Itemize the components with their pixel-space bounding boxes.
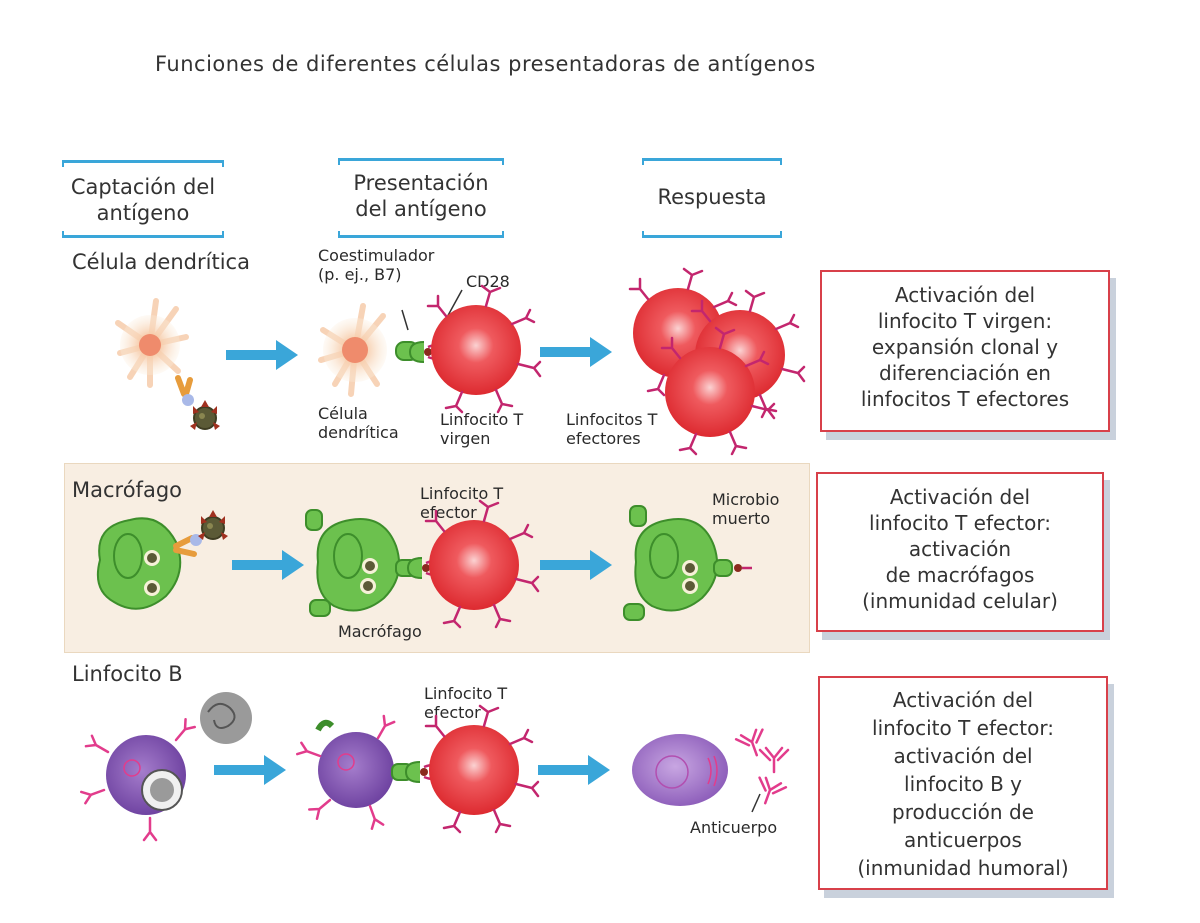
result-line: linfocito T efector: [869, 511, 1051, 535]
result-line: linfocito T efector: [872, 716, 1054, 740]
page-title: Funciones de diferentes células presenta… [155, 52, 816, 76]
column-header-response-text: Respuesta [657, 185, 767, 209]
row-label-macrophage: Macrófago [72, 478, 182, 502]
result-line: de macrófagos [885, 563, 1035, 587]
column-header-presentation-text: Presentación del antígeno [353, 171, 489, 221]
arrow-right-icon [226, 340, 298, 370]
plasma-cell-icon [632, 734, 728, 806]
label-costimulator: Coestimulador (p. ej., B7) [318, 246, 435, 284]
macrophage-capture-icon [96, 509, 229, 610]
result-box-bcell: Activación del linfocito T efector: acti… [818, 676, 1108, 890]
arrow-right-icon [540, 337, 612, 367]
arrow-right-icon [214, 755, 286, 785]
label-dendritic-cell: Célula dendrítica [318, 404, 399, 442]
row-label-bcell: Linfocito B [72, 662, 183, 686]
b-cell-capture-icon [80, 692, 252, 842]
macrophage-presentation-icon [305, 509, 444, 617]
label-naive-t-cell: Linfocito T virgen [440, 410, 524, 448]
result-line: producción de [892, 800, 1034, 824]
effector-t-cells-icon [628, 267, 806, 456]
column-header-capture-text: Captación del antígeno [70, 175, 216, 225]
effector-t-cell-icon [424, 499, 540, 629]
result-box-macrophage: Activación del linfocito T efector: acti… [816, 472, 1104, 632]
arrow-right-icon [540, 550, 612, 580]
column-header-capture: Captación del antígeno [62, 160, 224, 238]
result-line: expansión clonal y [871, 335, 1059, 359]
label-effector-t-cells: Linfocitos T efectores [566, 410, 658, 448]
result-box-dendritic: Activación del linfocito T virgen: expan… [820, 270, 1110, 432]
result-line: activación del [893, 744, 1033, 768]
result-line: Activación del [892, 688, 1034, 712]
result-line: diferenciación en [879, 361, 1051, 385]
naive-t-cell-icon [426, 284, 542, 414]
result-line: activación [908, 537, 1012, 561]
activated-macrophage-icon [623, 505, 752, 621]
effector-t-cell-icon [424, 704, 540, 834]
b-cell-presentation-icon [296, 714, 442, 830]
result-line: Activación del [894, 283, 1036, 307]
label-effector-t-cell-macrophage-row: Linfocito T efector [420, 484, 504, 522]
result-line: linfocitos T efectores [860, 387, 1070, 411]
result-line: (inmunidad celular) [862, 589, 1058, 613]
arrow-right-icon [538, 755, 610, 785]
arrow-right-icon [232, 550, 304, 580]
column-header-presentation: Presentación del antígeno [338, 158, 504, 238]
label-effector-t-cell-bcell-row: Linfocito T efector [424, 684, 508, 722]
label-dead-microbe: Microbio muerto [712, 490, 780, 528]
row-label-dendritic: Célula dendrítica [72, 250, 250, 274]
dendritic-cell-capture-icon [115, 298, 221, 431]
result-line: anticuerpos [904, 828, 1022, 852]
column-header-response: Respuesta [642, 158, 782, 238]
label-macrophage: Macrófago [338, 622, 422, 641]
dendritic-cell-presentation-icon [318, 289, 463, 397]
result-line: linfocito B y [904, 772, 1022, 796]
result-line: (inmunidad humoral) [857, 856, 1069, 880]
label-antibody: Anticuerpo [690, 818, 778, 837]
result-line: linfocito T virgen: [877, 309, 1053, 333]
label-cd28: CD28 [466, 272, 510, 291]
result-line: Activación del [889, 485, 1031, 509]
antibody-icon [734, 726, 790, 813]
antigen-blob-icon [200, 692, 252, 744]
